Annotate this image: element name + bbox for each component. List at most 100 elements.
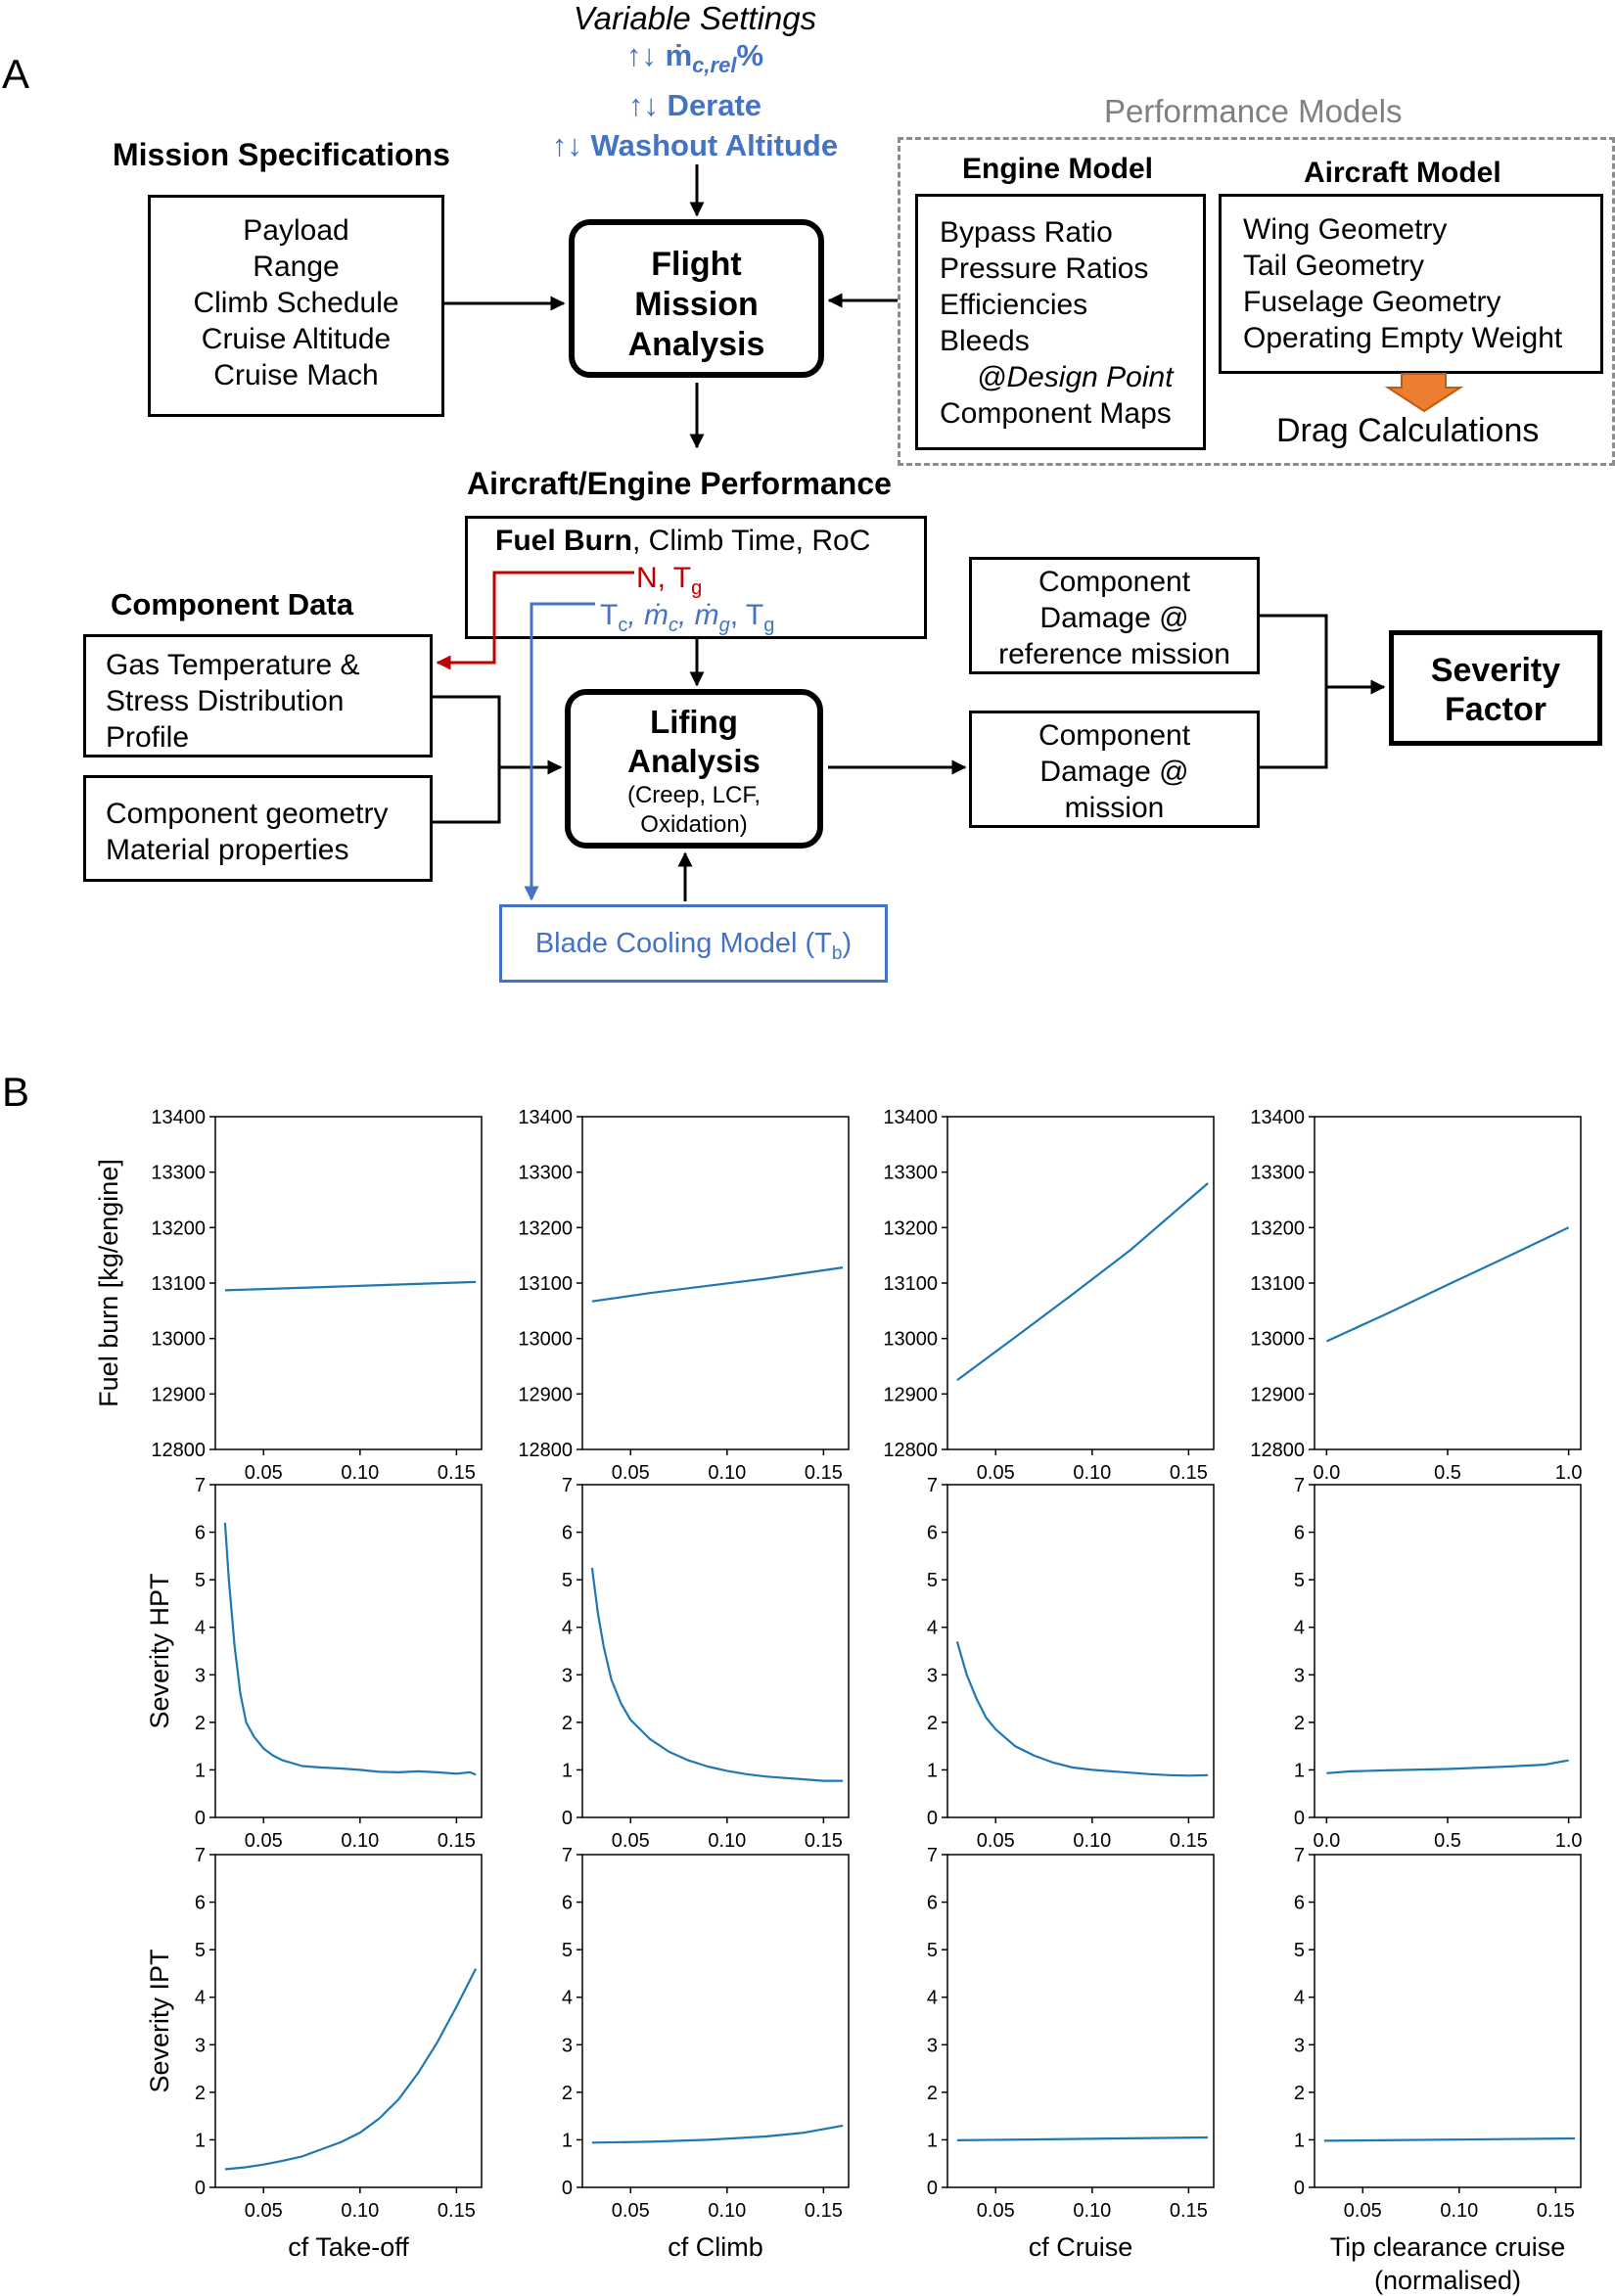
ytick-label: 13200 [151,1217,206,1239]
ytick-label: 6 [562,1523,573,1544]
ytick-label: 0 [1294,2178,1305,2199]
plot-frame-r2c3 [1314,1854,1582,2188]
ytick-label: 3 [195,2035,206,2056]
damage-mission-line2: Damage @ [1039,756,1189,788]
series-line-r2c0 [224,1968,478,2171]
engine-pressure-ratios: Pressure Ratios [940,253,1149,285]
ytick-label: 1 [562,1760,573,1781]
lifing-label: Lifing Analysis [627,704,761,779]
series-line-r0c1 [591,1266,844,1303]
ytick-label: 13100 [151,1273,206,1295]
series-line-r1c2 [955,1640,1209,1777]
gas-temp-line1: Gas Temperature & [106,649,360,681]
xtick-label: 0.10 [708,1462,746,1484]
washout-altitude-setting: ↑↓ Washout Altitude [551,128,839,163]
material-properties-line: Material properties [106,834,349,866]
row-ylabel: Severity IPT [145,1949,174,2092]
xtick-label: 0.05 [977,2200,1015,2222]
ytick-label: 6 [195,1523,206,1544]
ytick-label: 12900 [883,1384,938,1405]
series-line-r1c1 [590,1567,844,1782]
xtick-label: 0.15 [438,2200,476,2222]
ytick-label: 7 [562,1475,573,1496]
xtick-label: 0.05 [977,1462,1015,1484]
ytick-label: 5 [562,1570,573,1591]
ytick-label: 3 [1294,2035,1305,2056]
ytick-label: 13000 [883,1329,938,1351]
ytick-label: 0 [1294,1808,1305,1829]
ytick-label: 12800 [1250,1440,1305,1461]
xtick-label: 0.05 [245,2200,283,2222]
xtick-label: 0.05 [977,1830,1015,1852]
mission-payload: Payload [243,214,349,247]
panel-b-letter: B [2,1069,30,1115]
ytick-label: 13000 [151,1329,206,1351]
ytick-label: 7 [1294,1845,1305,1866]
xtick-label: 0.5 [1434,1462,1461,1484]
ytick-label: 4 [1294,1618,1305,1639]
aircraft-wing-geometry: Wing Geometry [1243,213,1448,246]
xtick-label: 0.05 [245,1830,283,1852]
ytick-label: 6 [195,1893,206,1914]
ytick-label: 2 [562,1713,573,1734]
xtick-label: 1.0 [1555,1830,1583,1852]
ytick-label: 13200 [518,1217,573,1239]
ae-performance-title: Aircraft/Engine Performance [467,466,892,501]
ytick-label: 13200 [883,1217,938,1239]
plot-frame-r1c0 [214,1484,483,1818]
mission-specs-box: Payload Range Climb Schedule Cruise Alti… [148,195,444,417]
n-tg-line: N, Tg [636,562,703,599]
series-line-r2c3 [1323,2136,1576,2142]
xtick-label: 0.15 [805,2200,843,2222]
ytick-label: 2 [1294,1713,1305,1734]
ytick-label: 0 [562,1808,573,1829]
ytick-label: 12800 [518,1440,573,1461]
plot-frame-r1c1 [581,1484,850,1818]
ytick-label: 2 [927,2083,938,2104]
ytick-label: 13300 [151,1163,206,1184]
ytick-label: 1 [927,1760,938,1781]
ytick-label: 13300 [1250,1163,1305,1184]
ytick-label: 0 [562,2178,573,2199]
damage-ref-line2: Damage @ [1039,602,1189,634]
xtick-label: 0.0 [1313,1462,1340,1484]
ytick-label: 7 [927,1845,938,1866]
ytick-label: 13100 [883,1273,938,1295]
mission-climb-schedule: Climb Schedule [193,287,399,319]
ytick-label: 1 [195,1760,206,1781]
ytick-label: 3 [195,1665,206,1686]
component-data-title: Component Data [111,587,353,621]
plot-frame-r2c2 [946,1854,1215,2188]
tc-mdot-line: Tc, ṁc, ṁg, Tg [600,599,775,636]
engine-bleeds: Bleeds [940,325,1030,357]
mission-cruise-altitude: Cruise Altitude [201,323,392,355]
ytick-label: 12800 [151,1440,206,1461]
blade-cooling-box: Blade Cooling Model (Tb) [499,904,888,983]
panel-a-letter: A [2,51,30,97]
ytick-label: 13400 [883,1107,938,1128]
xtick-label: 0.15 [438,1462,476,1484]
performance-models-frame [898,137,1615,466]
gas-temp-line3: Profile [106,721,190,754]
engine-model-title: Engine Model [962,153,1153,185]
ytick-label: 2 [195,2083,206,2104]
xtick-label: 0.10 [341,1462,379,1484]
aircraft-empty-weight: Operating Empty Weight [1243,322,1563,354]
series-line-r2c1 [591,2124,844,2144]
xtick-label: 0.0 [1313,1830,1340,1852]
xtick-label: 0.15 [1537,2200,1575,2222]
xtick-label: 0.15 [438,1830,476,1852]
row-ylabel: Severity HPT [145,1573,174,1728]
aircraft-model-title: Aircraft Model [1304,157,1501,189]
ytick-label: 12800 [883,1440,938,1461]
series-line-r0c2 [956,1182,1209,1382]
ytick-label: 1 [927,2130,938,2151]
ytick-label: 2 [1294,2083,1305,2104]
xtick-label: 0.15 [805,1830,843,1852]
xtick-label: 0.05 [245,1462,283,1484]
xtick-label: 0.15 [1170,1462,1208,1484]
ytick-label: 7 [195,1845,206,1866]
col-xlabel: cf Cruise [1029,2232,1133,2262]
plot-frame-r2c1 [581,1854,850,2188]
ytick-label: 2 [927,1713,938,1734]
